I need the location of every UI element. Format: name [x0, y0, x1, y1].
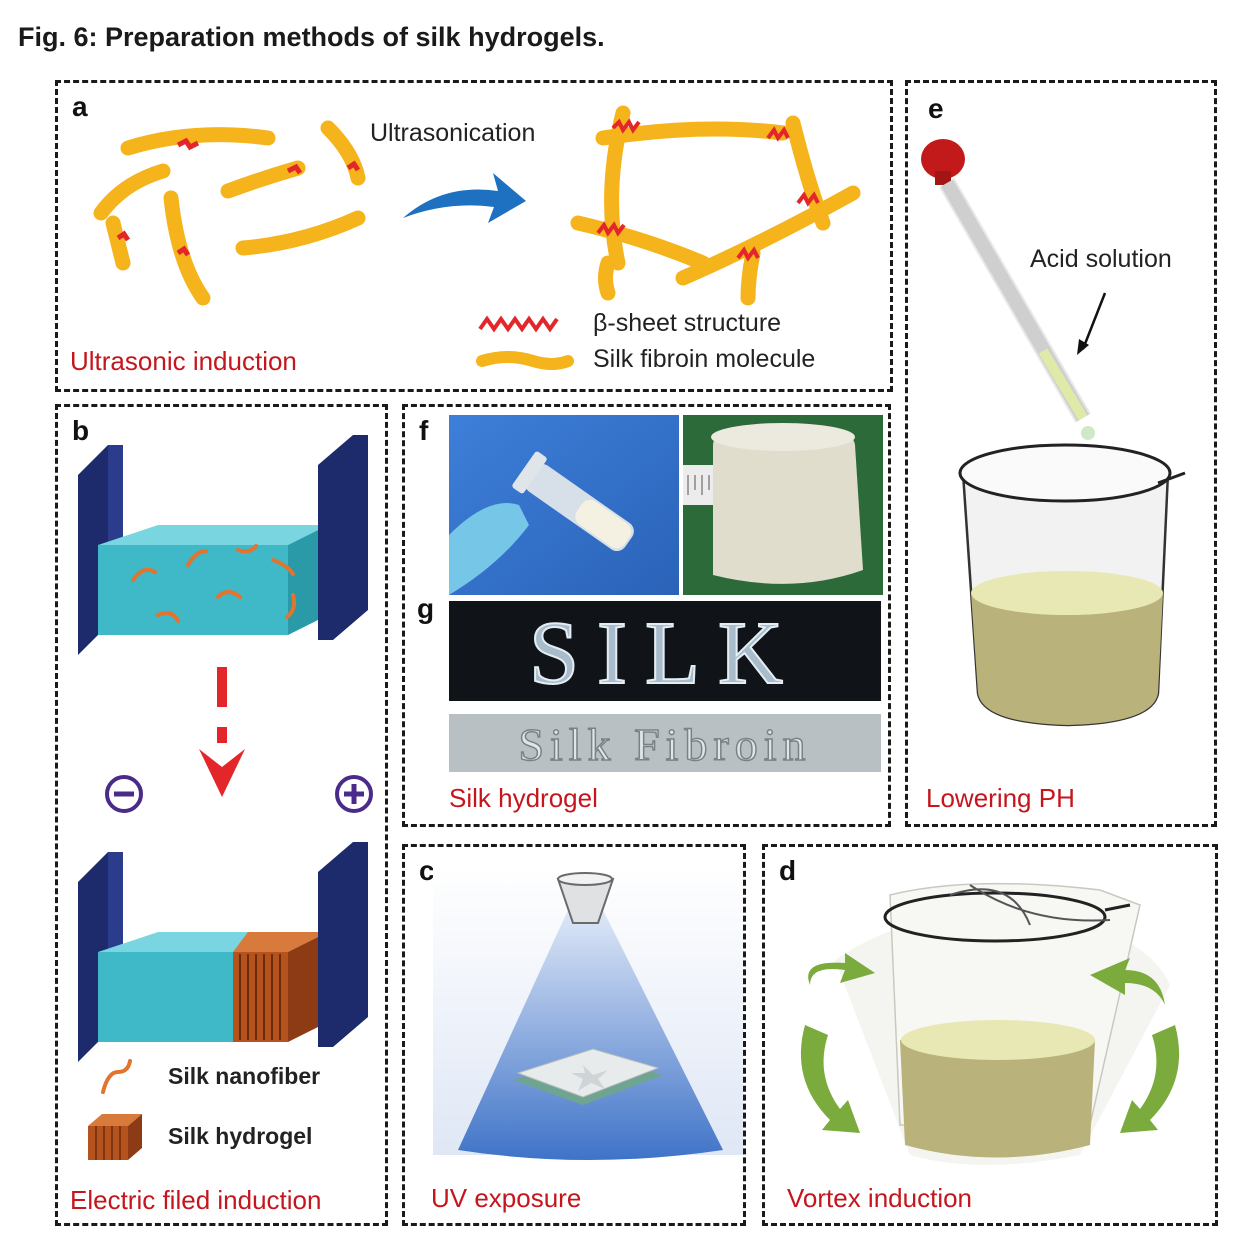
process-down-arrow	[199, 667, 245, 797]
panel-letter-e: e	[928, 93, 944, 124]
minus-electrode-icon	[105, 775, 143, 813]
panel-e: e Acid solution Lowering PH	[905, 80, 1217, 827]
fibroin-legend-label: Silk fibroin molecule	[593, 345, 816, 373]
uv-exposure-diagram	[433, 865, 743, 1160]
figure-title: Fig. 6: Preparation methods of silk hydr…	[18, 22, 605, 52]
panel-letter-g: g	[417, 593, 435, 624]
caption-ultrasonic-induction: Ultrasonic induction	[70, 346, 297, 376]
photo-cylinder-hydrogel	[683, 415, 883, 595]
electrode-cell-before	[78, 435, 368, 655]
hydrogel-legend-label: Silk hydrogel	[168, 1123, 313, 1149]
panel-letter-d: d	[779, 855, 797, 886]
nanofiber-legend-icon	[101, 1059, 132, 1094]
photo-tube-hydrogel	[449, 415, 679, 595]
panel-a: a Ultrasonication	[55, 80, 893, 392]
ultrasonication-label: Ultrasonication	[370, 119, 536, 147]
caption-electric-filed-induction: Electric filed induction	[70, 1185, 322, 1215]
acid-pointer-arrow	[1077, 292, 1107, 355]
acid-solution-label: Acid solution	[1030, 245, 1172, 273]
panel-c: c UV exposure	[402, 844, 746, 1226]
panel-b: b	[55, 404, 388, 1226]
photo-silk-fibroin-plate: Silk Fibroin	[449, 714, 881, 772]
caption-lowering-ph: Lowering PH	[926, 783, 1075, 813]
beta-sheet-legend-icon	[478, 315, 559, 333]
caption-vortex-induction: Vortex induction	[787, 1183, 973, 1213]
panel-letter-f: f	[419, 415, 429, 446]
panel-letter-b: b	[72, 415, 90, 446]
ultrasonication-arrow	[403, 173, 526, 223]
fibroin-network-diagram	[570, 105, 861, 306]
beaker-acid	[958, 443, 1186, 727]
panel-fg: f g SILK Silk Fibroin Silk hydrogel	[402, 404, 891, 827]
vortex-beaker-diagram	[800, 882, 1180, 1165]
panel-letter-a: a	[72, 91, 88, 122]
panel-d: d Vortex induction	[762, 844, 1218, 1226]
caption-silk-hydrogel: Silk hydrogel	[449, 783, 598, 813]
silk-fibroin-word: Silk Fibroin	[518, 719, 811, 770]
fibroin-legend-icon	[476, 351, 574, 370]
caption-uv-exposure: UV exposure	[431, 1183, 582, 1213]
hydrogel-legend-icon	[88, 1114, 142, 1160]
fibroin-loose-diagram	[93, 120, 366, 306]
electrode-cell-after	[78, 842, 368, 1062]
plus-electrode-icon	[335, 775, 373, 813]
beta-sheet-legend-label: β-sheet structure	[593, 309, 782, 337]
panel-letter-c: c	[419, 855, 435, 886]
nanofiber-legend-label: Silk nanofiber	[168, 1063, 321, 1089]
photo-silk-text-dark: SILK	[449, 601, 881, 704]
silk-word: SILK	[529, 604, 801, 703]
